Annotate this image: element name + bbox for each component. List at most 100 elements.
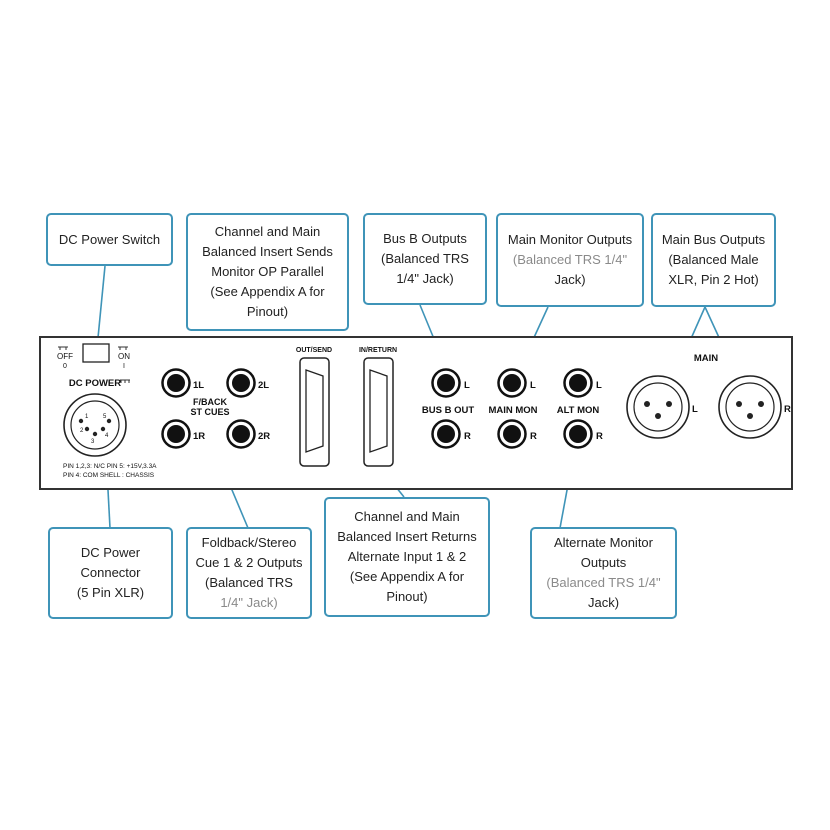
callout-text: Connector (80, 565, 141, 580)
callout-text: (Balanced Male (668, 252, 759, 267)
power-switch[interactable] (82, 343, 110, 363)
callout-text: Foldback/Stereo (201, 535, 297, 550)
callout-text: Channel and Main (214, 224, 321, 239)
callout-text: Main Bus Outputs (661, 232, 766, 247)
pin-note-line-1: PIN 1,2,3: N/C PIN 5: +15V,3.3A (63, 463, 157, 470)
pin-dot (666, 401, 672, 407)
callout-text: XLR, Pin 2 Hot) (668, 272, 759, 287)
pin-dot (747, 413, 753, 419)
callout-dc-power-connector: DC Power Connector (5 Pin XLR) (48, 527, 173, 619)
pin-dot (644, 401, 650, 407)
callout-text: 1/4" Jack) (396, 271, 454, 286)
pin-note-line-2: PIN 4: COM SHELL : CHASSIS (63, 472, 155, 479)
alt-mon-l-jack[interactable] (563, 368, 593, 398)
pin-number: 1 (85, 414, 89, 420)
callout-text: Bus B Outputs (383, 231, 467, 246)
callout-text: Pinout) (386, 589, 428, 604)
callout-text: Outputs (580, 555, 627, 570)
leader-dc-switch (96, 265, 106, 349)
main-l-label: L (692, 404, 698, 415)
out-send-dsub-connector[interactable] (299, 357, 330, 467)
jack-2l[interactable] (226, 368, 256, 398)
main-mon-r-label: R (530, 431, 537, 442)
callout-text: (Balanced TRS (381, 251, 469, 266)
pin-dot (78, 418, 84, 424)
switch-off-symbol: 0 (63, 363, 67, 370)
pin-dot (736, 401, 742, 407)
pin-number: 5 (103, 414, 107, 420)
callout-text: Alternate Input 1 & 2 (347, 549, 467, 564)
callout-text: DC Power (80, 545, 141, 560)
main-l-xlr-connector[interactable] (626, 375, 690, 439)
jack-2l-label: 2L (258, 380, 269, 391)
off-symbol-icon (58, 346, 68, 350)
out-send-label: OUT/SEND (296, 347, 332, 354)
in-return-dsub-connector[interactable] (363, 357, 394, 467)
fback-label: F/BACK (193, 397, 227, 407)
bus-b-out-label: BUS B OUT (422, 405, 474, 416)
jack-1l[interactable] (161, 368, 191, 398)
main-r-label: R (784, 404, 791, 415)
callout-bus-b-outputs: Bus B Outputs (Balanced TRS 1/4" Jack) (363, 213, 487, 305)
callout-text: (Balanced TRS 1/4" (546, 575, 661, 590)
pin-dot (106, 418, 112, 424)
pin-dot (655, 413, 661, 419)
callout-text: DC Power Switch (58, 231, 161, 247)
callout-text: (5 Pin XLR) (76, 585, 145, 600)
pin-dot (92, 431, 98, 437)
alt-mon-r-jack[interactable] (563, 419, 593, 449)
pin-number: 4 (105, 433, 109, 439)
callout-text: Channel and Main (354, 509, 460, 524)
callout-text: Cue 1 & 2 Outputs (195, 555, 303, 570)
main-label: MAIN (694, 353, 718, 364)
main-mon-r-jack[interactable] (497, 419, 527, 449)
main-mon-l-label: L (530, 380, 536, 391)
bus-b-out-l-jack[interactable] (431, 368, 461, 398)
jack-2r-label: 2R (258, 431, 270, 442)
jack-2r[interactable] (226, 419, 256, 449)
callout-alternate-monitor-outputs: Alternate Monitor Outputs (Balanced TRS … (530, 527, 677, 619)
callout-main-bus-outputs: Main Bus Outputs (Balanced Male XLR, Pin… (651, 213, 776, 307)
pin-dot (100, 426, 106, 432)
pin-dot (758, 401, 764, 407)
callout-text: 1/4" Jack) (220, 595, 278, 610)
on-symbol-icon (118, 346, 128, 350)
callout-text: (See Appendix A for (210, 284, 325, 299)
callout-main-monitor-outputs: Main Monitor Outputs (Balanced TRS 1/4" … (496, 213, 644, 307)
callout-insert-sends: Channel and Main Balanced Insert Sends M… (186, 213, 349, 331)
jack-1l-label: 1L (193, 380, 204, 391)
callout-text: Monitor OP Parallel (211, 264, 324, 279)
callout-text: Alternate Monitor (554, 535, 653, 550)
jack-1r[interactable] (161, 419, 191, 449)
main-mon-l-jack[interactable] (497, 368, 527, 398)
pin-number: 3 (91, 439, 95, 445)
callout-text: (Balanced TRS (205, 575, 293, 590)
dc-power-label: DC POWER (69, 378, 121, 389)
st-cues-label: ST CUES (190, 407, 229, 417)
alt-mon-l-label: L (596, 380, 602, 391)
dc-power-connector[interactable] (63, 393, 127, 457)
callout-text: Jack) (554, 272, 586, 287)
alt-mon-r-label: R (596, 431, 603, 442)
bus-b-l-label: L (464, 380, 470, 391)
callout-text: (Balanced TRS 1/4" (512, 252, 628, 267)
switch-off-label: OFF (57, 352, 73, 361)
callout-text: Main Monitor Outputs (507, 232, 633, 247)
callout-insert-returns: Channel and Main Balanced Insert Returns… (324, 497, 490, 617)
callout-foldback-outputs: Foldback/Stereo Cue 1 & 2 Outputs (Balan… (186, 527, 312, 619)
main-mon-label: MAIN MON (488, 405, 537, 416)
jack-1r-label: 1R (193, 431, 205, 442)
switch-on-symbol: I (123, 363, 125, 370)
callout-text: Balanced Insert Returns (337, 529, 477, 544)
pin-dot (84, 426, 90, 432)
bus-b-r-label: R (464, 431, 471, 442)
switch-on-label: ON (118, 352, 130, 361)
callout-text: (See Appendix A for (349, 569, 465, 584)
callout-text: Pinout) (246, 304, 289, 319)
bus-b-out-r-jack[interactable] (431, 419, 461, 449)
callout-text: Balanced Insert Sends (202, 244, 333, 259)
dc-symbol-icon (120, 379, 130, 383)
main-r-xlr-connector[interactable] (718, 375, 782, 439)
